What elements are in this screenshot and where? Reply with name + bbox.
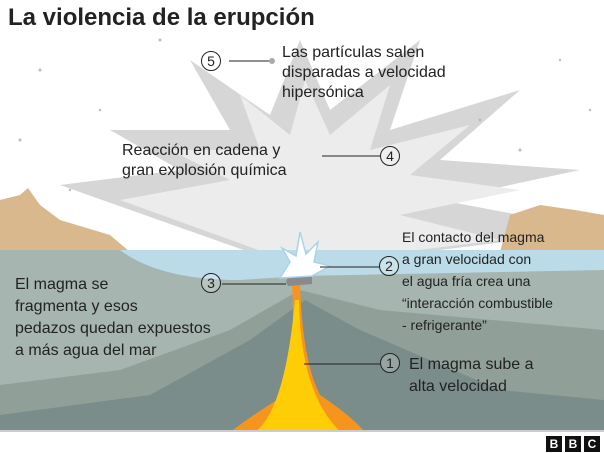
step-5-line: Las partículas salen [282,44,425,61]
magma-core [255,300,340,432]
step-3-line: pedazos quedan expuestos [15,320,211,337]
step-5-marker: 5 [201,51,221,71]
step-2-line: a gran velocidad con [402,251,532,267]
left-hill [0,188,130,252]
explosion-cloud-inner [120,80,520,265]
step-5-line: hipersónica [282,84,364,101]
step-4-marker: 4 [380,146,400,166]
step-2-line: el agua fría crea una [402,273,531,289]
step-1-text: El magma sube a alta velocidad [409,354,534,398]
step-3-line: a más agua del mar [15,342,157,359]
step-2-line: “interacción combustible [402,295,553,311]
bbc-logo: B B C [546,436,600,452]
step-4-line: Reacción en cadena y [122,142,281,159]
step-3-line: El magma se [15,276,109,293]
step-2-line: - refrigerante” [402,317,487,333]
step-1-marker: 1 [380,353,400,373]
step-1-line: El magma sube a [409,356,534,373]
step-2-text: El contacto del magma a gran velocidad c… [402,226,553,336]
step-5-line: disparadas a velocidad [282,64,446,81]
bbc-logo-letter: C [584,436,600,452]
step-1-line: alta velocidad [409,378,507,395]
step-2-marker: 2 [379,256,399,276]
splash [278,231,333,279]
right-hill [500,205,604,252]
step-3-text: El magma se fragmenta y esos pedazos que… [15,274,211,362]
page-title: La violencia de la erupción [8,4,315,31]
step-3-marker: 3 [201,273,221,293]
step-2-line: El contacto del magma [402,229,545,245]
bbc-logo-letter: B [546,436,562,452]
step-5-text: Las partículas salen disparadas a veloci… [282,43,446,103]
step-4-line: gran explosión química [122,162,287,179]
bbc-logo-letter: B [565,436,581,452]
step-4-text: Reacción en cadena y gran explosión quím… [122,141,287,181]
step-3-line: fragmenta y esos [15,298,138,315]
